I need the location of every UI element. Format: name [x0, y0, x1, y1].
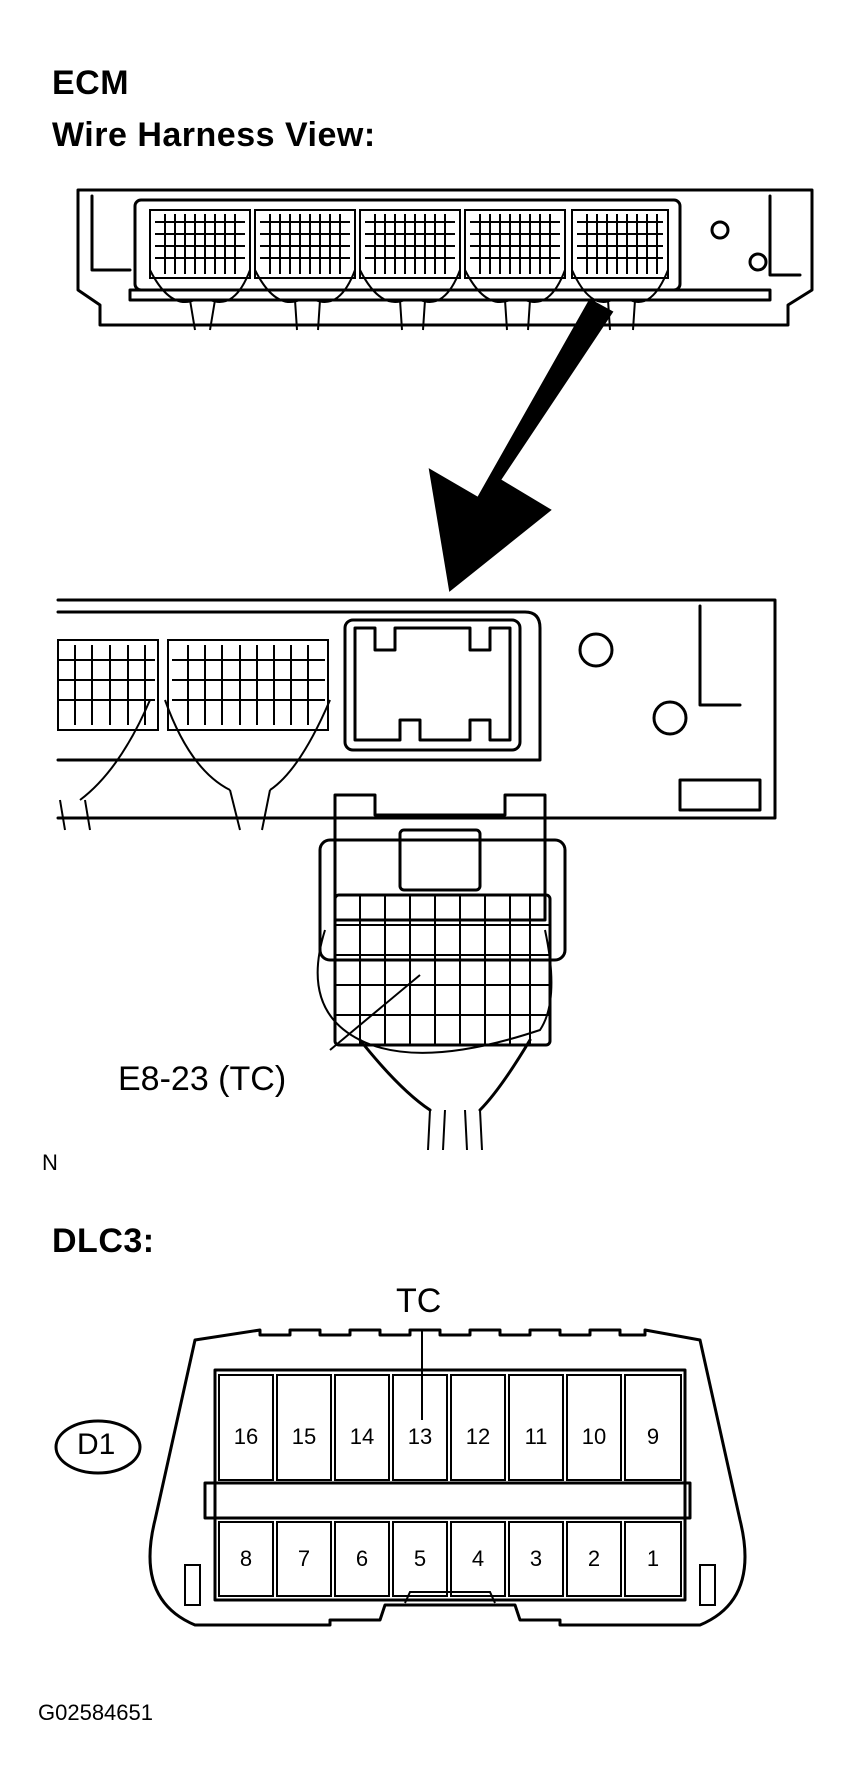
wire-harness-view-title: Wire Harness View:: [52, 116, 376, 154]
pin-12: 12: [466, 1424, 490, 1449]
pin-6: 6: [356, 1546, 368, 1571]
dlc3-connector: [148, 1328, 747, 1627]
pin-4: 4: [472, 1546, 484, 1571]
pin-7: 7: [298, 1546, 310, 1571]
pin-2: 2: [588, 1546, 600, 1571]
pin-8: 8: [240, 1546, 252, 1571]
ecm-title: ECM: [52, 64, 130, 102]
pin-10: 10: [582, 1424, 606, 1449]
pin-11: 11: [525, 1424, 548, 1449]
dlc3-title: DLC3:: [52, 1222, 155, 1260]
pin-1: 1: [647, 1546, 659, 1571]
pin-13: 13: [408, 1424, 432, 1449]
tc-callout-label: TC: [396, 1282, 442, 1320]
pin-16: 16: [234, 1424, 258, 1449]
note-letter: N: [42, 1150, 58, 1175]
ecm-zoomed-left-connectors: [57, 639, 331, 831]
d1-ellipse: [54, 1419, 142, 1475]
dlc3-pin-numbers-bottom: 8 7 6 5 4 3 2 1: [240, 1546, 659, 1571]
figure-code: G02584651: [38, 1700, 153, 1725]
ecm-pin-label: E8-23 (TC): [118, 1060, 287, 1098]
dlc3-pin-numbers-top: 16 15 14 13 12 11 10 9: [234, 1424, 659, 1449]
pin-9: 9: [647, 1424, 659, 1449]
ecm-connector-plug: [316, 793, 567, 1151]
pin-14: 14: [350, 1424, 374, 1449]
dlc3-pins-bottom: [218, 1521, 682, 1597]
pin-3: 3: [530, 1546, 542, 1571]
ecm-unit-overview: [76, 188, 814, 327]
d1-connector-id: D1: [77, 1428, 116, 1461]
pin-5: 5: [414, 1546, 426, 1571]
ecm-overview-connectors: [149, 209, 669, 331]
ecm-unit-zoomed: [56, 598, 777, 820]
pin-15: 15: [292, 1424, 316, 1449]
dlc3-pins-top: [218, 1374, 682, 1481]
zoom-arrow: [428, 298, 614, 592]
